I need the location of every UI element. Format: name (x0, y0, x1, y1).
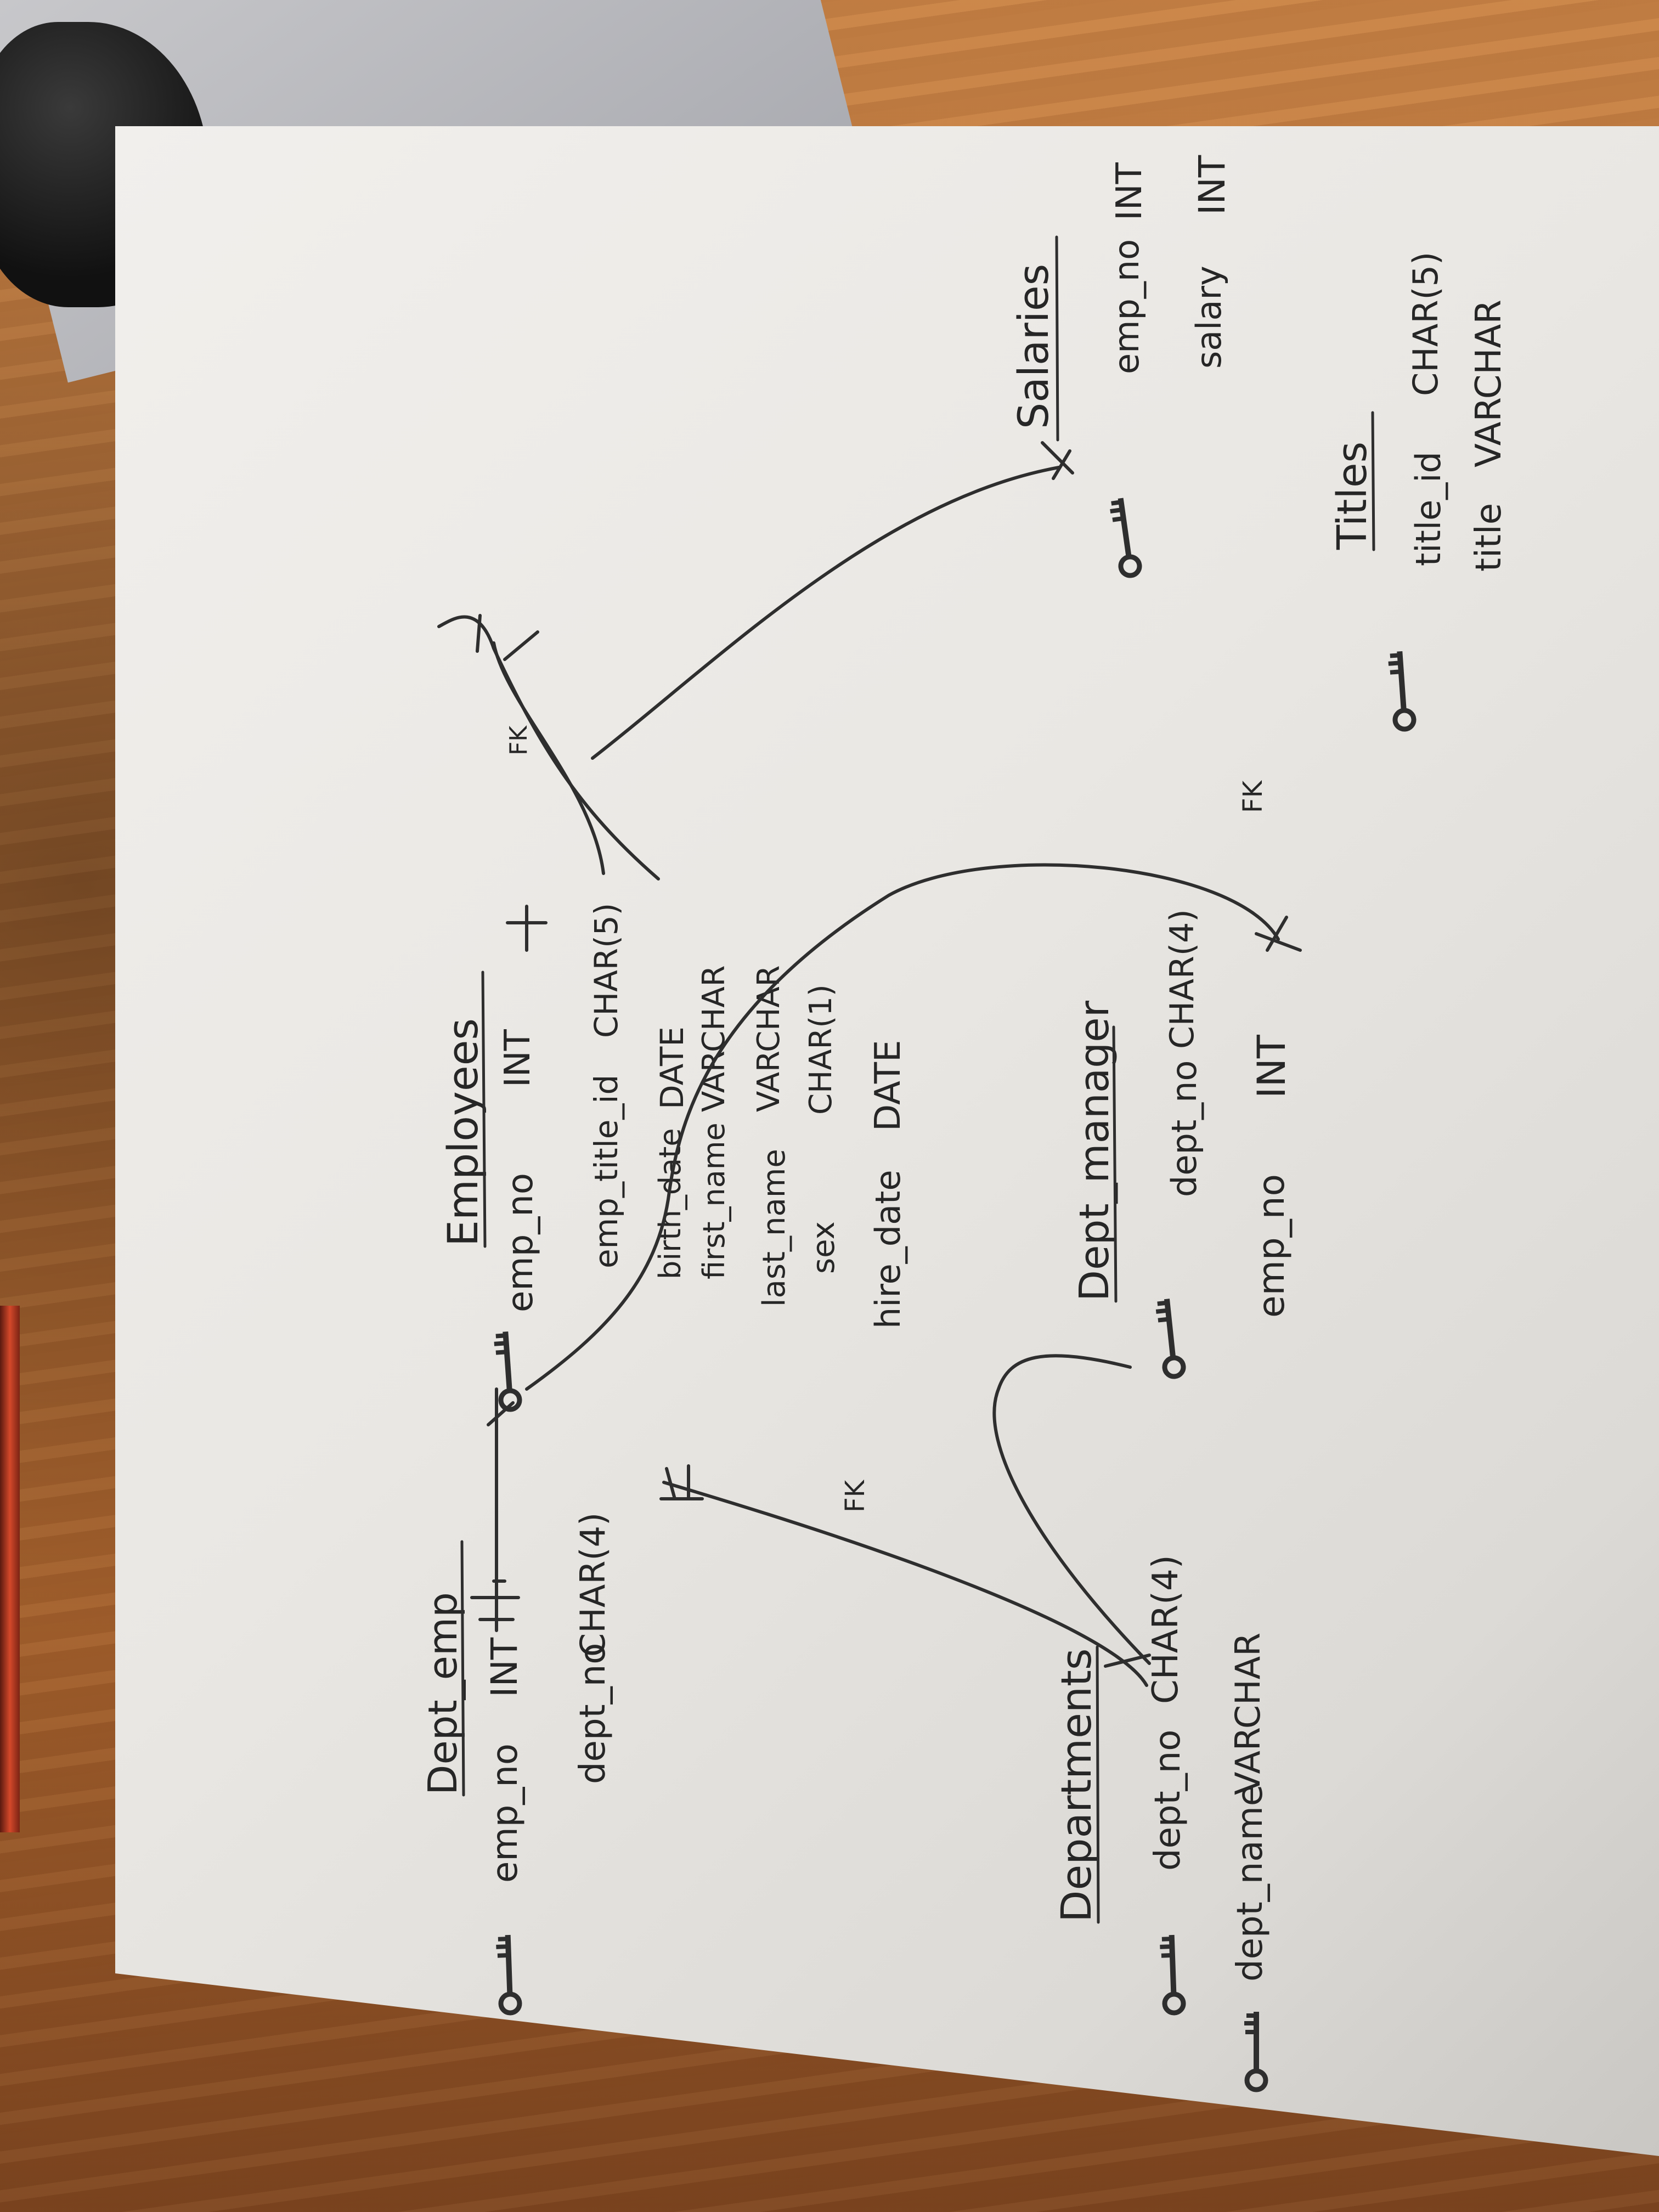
entity-dept-manager: Dept_manager dept_no CHAR(4) emp_no INT (1071, 909, 1294, 1378)
field-type: VARCHAR (1228, 1633, 1268, 1795)
field-type: INT (1109, 162, 1150, 221)
field-name: sex (806, 1221, 842, 1274)
field-name: dept_name (1230, 1785, 1271, 1982)
field-name: first_name (697, 1122, 731, 1279)
field-type: DATE (653, 1026, 691, 1109)
paper-sheet (115, 126, 1659, 2156)
field-type: DATE (868, 1040, 909, 1132)
entity-dept-emp: Dept_emp emp_no INT dept_no CHAR(4) (420, 1513, 613, 2013)
field-name: hire_date (868, 1170, 908, 1329)
key-icon (1109, 497, 1141, 577)
key-icon (1244, 2012, 1266, 2090)
fk-label: FK (1238, 780, 1268, 813)
entity-title: Dept_manager (1071, 1000, 1118, 1301)
entity-title: Employees (438, 1018, 487, 1246)
field-name: dept_no (1164, 1060, 1204, 1197)
field-name: last_name (757, 1149, 792, 1307)
key-icon (1155, 1298, 1184, 1378)
field-type: CHAR(5) (588, 903, 625, 1038)
fk-label: FK (505, 725, 533, 755)
relationship-lines (437, 441, 1302, 1687)
field-type: CHAR(4) (1146, 1555, 1186, 1704)
field-type: VARCHAR (751, 965, 787, 1112)
field-type: CHAR(1) (803, 984, 839, 1115)
field-type: VARCHAR (696, 965, 732, 1112)
entity-title: Departments (1052, 1649, 1101, 1923)
key-icon (496, 1934, 520, 2013)
entity-title: Titles (1329, 442, 1376, 550)
entity-departments: Departments dept_no CHAR(4) dept_name VA… (1052, 1555, 1271, 2090)
field-type: INT (483, 1637, 526, 1697)
red-pen (0, 1306, 20, 1832)
field-name: title_id (1408, 452, 1448, 566)
entity-salaries: Salaries emp_no INT salary INT (1009, 155, 1233, 577)
field-name: emp_no (1250, 1174, 1293, 1318)
field-name: emp_no (500, 1173, 541, 1312)
field-name: dept_no (1148, 1730, 1188, 1871)
fk-label: FK (840, 1479, 871, 1513)
field-type: CHAR(5) (1406, 252, 1446, 396)
field-name: title (1469, 503, 1509, 572)
key-icon (1160, 1934, 1184, 2013)
field-name: salary (1189, 266, 1229, 369)
field-name: emp_no (1107, 239, 1147, 374)
field-type: CHAR(4) (1163, 909, 1201, 1049)
field-type: INT (1249, 1035, 1294, 1098)
field-name: emp_no (485, 1743, 526, 1883)
entity-title: Dept_emp (420, 1592, 466, 1795)
entity-title: Salaries (1009, 264, 1058, 429)
field-type: INT (498, 1029, 538, 1087)
entity-employees: Employees emp_no INT emp_title_id CHAR(5… (438, 903, 909, 1410)
field-name: dept_no (573, 1643, 613, 1784)
field-name: birth_date (653, 1128, 687, 1279)
field-type: VARCHAR (1469, 300, 1509, 467)
entity-titles: Titles title_id CHAR(5) title VARCHAR (1329, 252, 1509, 730)
key-icon (1387, 651, 1414, 730)
field-type: INT (1191, 155, 1233, 215)
field-type: CHAR(4) (573, 1513, 613, 1657)
field-name: emp_title_id (588, 1075, 625, 1268)
